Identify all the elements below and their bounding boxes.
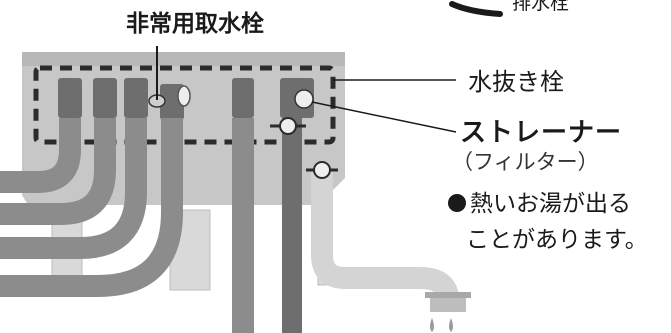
unit-top-shadow: [22, 52, 345, 66]
water-drops: [430, 318, 453, 332]
dashed-frame: [33, 65, 336, 145]
leader-strainer: [311, 101, 457, 133]
bullet-icon: [448, 194, 466, 212]
label-drain-tap: 水抜き栓: [468, 68, 564, 96]
left-bent-pipes: [0, 118, 183, 297]
label-strainer: ストレーナー: [460, 118, 623, 148]
drain-tap-knob[interactable]: [177, 85, 191, 107]
valve-handle-strainer[interactable]: [270, 117, 306, 135]
valve-handle-drain[interactable]: [306, 161, 338, 179]
vertical-pipe-2: [282, 118, 302, 333]
strainer-knob[interactable]: [294, 89, 314, 109]
label-hot-water-warning-line2: ことがあります。: [466, 227, 648, 253]
top-right-pipe: [449, 1, 503, 17]
label-filter-note: （フィルター）: [452, 150, 599, 174]
hot-water-warning-line1: 熱いお湯が出る: [470, 191, 631, 217]
vertical-pipe-1: [232, 118, 254, 333]
drain-pipe-outlet: [430, 296, 466, 312]
label-emergency-tap: 非常用取水栓: [126, 11, 264, 37]
drain-pipe: [311, 170, 459, 301]
drain-pipe-cap: [425, 292, 471, 298]
label-drain-plug: 排水栓: [512, 0, 570, 14]
label-hot-water-warning: 熱いお湯が出る: [448, 193, 631, 216]
